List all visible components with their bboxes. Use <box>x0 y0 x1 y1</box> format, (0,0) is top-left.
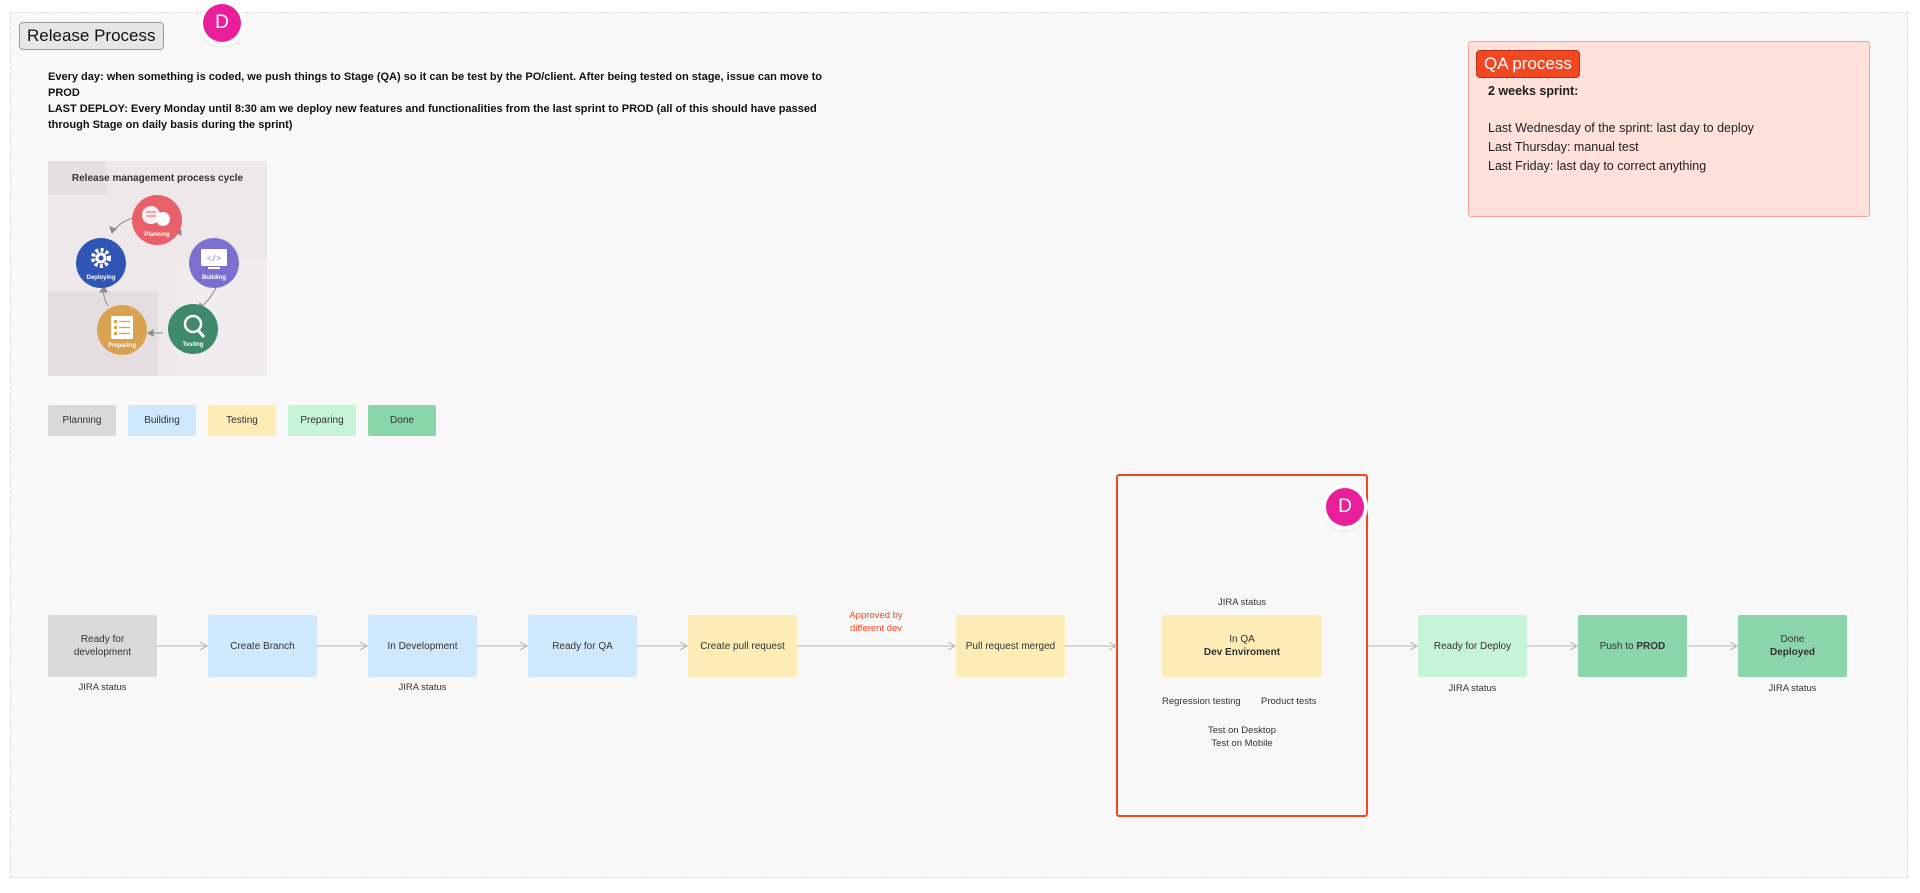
cycle-stage-preparing: Preparing <box>97 305 147 355</box>
legend-preparing[interactable]: Preparing <box>288 405 356 436</box>
cycle-label-deploying: Deploying <box>86 275 115 281</box>
node-done[interactable]: Done Deployed <box>1738 615 1847 677</box>
test-desktop-label: Test on Desktop <box>1207 725 1277 736</box>
qa-section-frame[interactable] <box>1116 474 1368 817</box>
qa-sprint-heading: 2 weeks sprint: <box>1488 84 1579 98</box>
node-in-qa[interactable]: In QA Dev Enviroment <box>1162 615 1322 677</box>
node-label: Pull request merged <box>965 640 1056 652</box>
description-daily: Every day: when something is coded, we p… <box>48 71 823 99</box>
node-in-development[interactable]: In Development <box>368 615 477 677</box>
collaborator-avatar[interactable]: D <box>1326 488 1364 526</box>
gear-icon <box>91 248 111 268</box>
cycle-stage-building: </> Building <box>189 238 239 288</box>
test-mobile-label: Test on Mobile <box>1211 738 1273 749</box>
node-label-bold: PROD <box>1636 640 1666 652</box>
code-monitor-icon: </> <box>201 249 227 269</box>
jira-status-caption: JIRA status <box>398 682 447 693</box>
jira-status-caption: JIRA status <box>1448 683 1497 694</box>
release-cycle-illustration[interactable]: Release management process cycle Plannin… <box>48 161 267 376</box>
user-avatar[interactable]: D <box>203 4 241 42</box>
qa-process-title[interactable]: QA process <box>1476 50 1580 78</box>
legend-building[interactable]: Building <box>128 405 196 436</box>
node-push-to-prod[interactable]: Push to PROD <box>1578 615 1687 677</box>
node-label: Ready for Deploy <box>1433 640 1512 652</box>
approved-by-dev-label: Approved by different dev <box>849 610 903 634</box>
chat-bubbles-icon <box>142 206 170 226</box>
regression-testing-label: Regression testing <box>1162 696 1241 707</box>
node-ready-for-deploy[interactable]: Ready for Deploy <box>1418 615 1527 677</box>
node-label: Ready for development <box>73 634 132 658</box>
jira-status-caption: JIRA status <box>1217 597 1267 608</box>
jira-status-caption: JIRA status <box>78 682 127 693</box>
checklist-icon <box>111 316 133 339</box>
cycle-label-preparing: Preparing <box>108 343 136 349</box>
node-ready-for-qa[interactable]: Ready for QA <box>528 615 637 677</box>
cycle-diagram: Planning </> Building Testing <box>76 195 239 355</box>
node-label: In QA <box>1229 634 1255 645</box>
node-label: Create Branch <box>230 640 295 652</box>
cycle-label-planning: Planning <box>144 232 170 238</box>
qa-line-wednesday: Last Wednesday of the sprint: last day t… <box>1488 121 1754 135</box>
qa-line-thursday: Last Thursday: manual test <box>1488 140 1639 154</box>
cycle-label-building: Building <box>202 275 226 281</box>
node-label: Create pull request <box>700 640 785 652</box>
legend-done[interactable]: Done <box>368 405 436 436</box>
cycle-label-testing: Testing <box>183 342 204 348</box>
qa-line-friday: Last Friday: last day to correct anythin… <box>1488 159 1707 173</box>
cycle-stage-deploying: Deploying <box>76 238 126 288</box>
node-ready-for-development[interactable]: Ready for development <box>48 615 157 677</box>
cycle-title: Release management process cycle <box>71 173 244 184</box>
legend-testing[interactable]: Testing <box>208 405 276 436</box>
node-sublabel: Dev Enviroment <box>1203 647 1281 658</box>
cycle-stage-testing: Testing <box>168 304 218 354</box>
node-label: Push to <box>1599 640 1637 652</box>
description-last-deploy: LAST DEPLOY: Every Monday until 8:30 am … <box>48 103 817 131</box>
node-label: Ready for QA <box>552 640 613 652</box>
cycle-stage-planning: Planning <box>132 195 182 245</box>
node-label: In Development <box>387 640 458 652</box>
node-sublabel: Deployed <box>1769 647 1815 658</box>
node-label: Done <box>1780 634 1805 645</box>
magnifier-icon <box>183 314 206 338</box>
legend-planning[interactable]: Planning <box>48 405 116 436</box>
svg-text:</>: </> <box>207 255 222 264</box>
jira-status-caption: JIRA status <box>1768 683 1817 694</box>
page-title[interactable]: Release Process <box>19 22 164 50</box>
node-create-branch[interactable]: Create Branch <box>208 615 317 677</box>
node-pull-request-merged[interactable]: Pull request merged <box>956 615 1065 677</box>
node-create-pull-request[interactable]: Create pull request <box>688 615 797 677</box>
product-tests-label: Product tests <box>1261 696 1317 707</box>
